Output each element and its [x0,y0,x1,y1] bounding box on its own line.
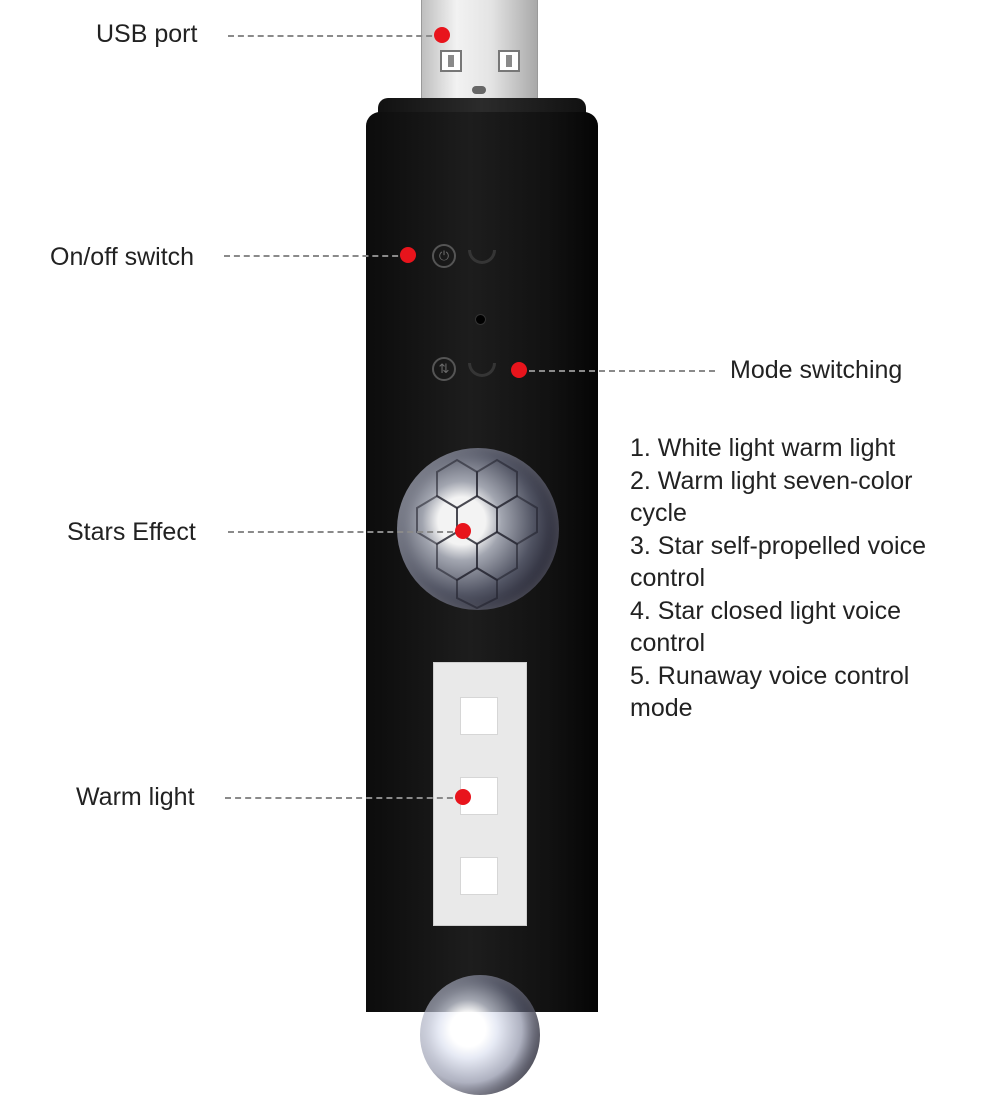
warm-led [460,777,498,815]
usb-contact-slot [440,50,462,72]
mode-item: 1. White light warm light [630,434,896,462]
stars-effect-ball [397,448,559,610]
mode-item: 3. Star self-propelled voice control [630,531,926,593]
usb-indicator-light [472,86,486,94]
warm-led [460,857,498,895]
faceted-lens-pattern [416,458,538,610]
mode-item: 4. Star closed light voice control [630,596,901,658]
mode-switching-leader-line [519,370,715,372]
warm-light-marker [455,789,471,805]
usb-contact-slot [498,50,520,72]
power-icon: ⏻ [432,244,456,268]
mode-item: 2. Warm light seven-color cycle [630,466,913,528]
warm-light-label: Warm light [76,783,195,811]
warm-led [460,697,498,735]
microphone-hole [475,314,486,325]
on-off-switch-leader-line [224,255,408,257]
warm-light-panel [433,662,527,926]
stars-effect-leader-line [228,531,463,533]
on-off-switch-label: On/off switch [50,243,195,271]
on-off-switch-marker [400,247,416,263]
mode-swap-icon: ⇅ [432,357,456,381]
stars-effect-label: Stars Effect [67,518,196,546]
mode-switching-marker [511,362,527,378]
usb-plug [421,0,538,100]
stars-effect-marker [455,523,471,539]
usb-port-label: USB port [96,20,198,48]
usb-port-leader-line [228,35,442,37]
warm-light-leader-line [225,797,463,799]
mode-switching-label: Mode switching [730,356,903,384]
second-stars-ball [420,975,540,1095]
usb-port-marker [434,27,450,43]
mode-item: 5. Runaway voice control mode [630,661,910,723]
mode-list: 1. White light warm light 2. Warm light … [630,432,970,725]
